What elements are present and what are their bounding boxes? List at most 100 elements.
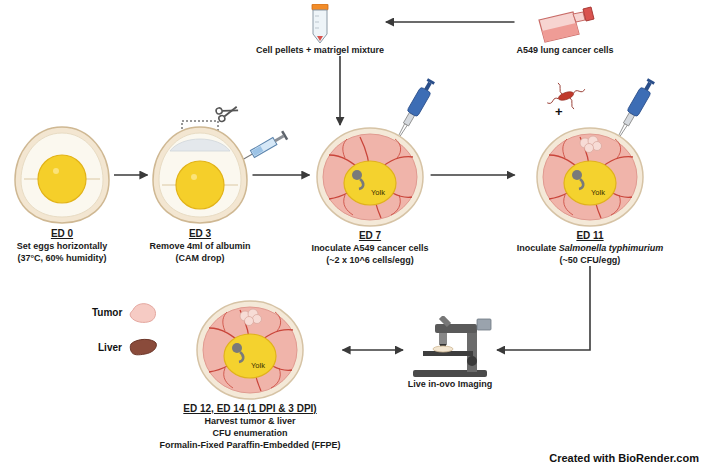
organ-label: Liver — [98, 342, 122, 353]
day-label: ED 12, ED 14 (1 DPI & 3 DPI) — [183, 403, 316, 414]
tube-stage: Cell pellets + matrigel mixture — [254, 4, 386, 56]
microscope-stage: Live in-ovo Imaging — [403, 316, 497, 390]
organ-label: Tumor — [92, 307, 122, 318]
egg-stage-drawing — [535, 125, 645, 227]
art-path — [395, 139, 401, 158]
art-ellipse — [537, 128, 643, 226]
yolk-label: Yolk — [591, 188, 605, 197]
art-path — [21, 133, 103, 217]
egg-stage-art — [150, 125, 250, 225]
art-path — [275, 312, 281, 331]
day-label: ED 3 — [189, 228, 211, 239]
flow-arrow — [431, 174, 515, 176]
egg-stage-drawing — [150, 125, 250, 225]
egg-stage-drawing — [12, 125, 112, 225]
egg-stage-art: Yolk — [535, 125, 645, 227]
stage-heading: ED 7 — [311, 229, 428, 242]
stage-caption: Harvest tumor & liver — [159, 415, 340, 427]
yolk-label: Yolk — [371, 188, 385, 197]
art-line — [315, 16, 319, 17]
art-path — [615, 139, 621, 158]
step-text: (~2 x 10^6 cells/egg) — [326, 255, 414, 265]
stage-heading: ED 3 — [149, 227, 250, 240]
art-rect — [407, 87, 431, 117]
art-line — [441, 317, 449, 325]
art-path — [313, 10, 327, 43]
art-rect — [435, 324, 477, 333]
art-ellipse — [317, 128, 423, 226]
stage-caption: Set eggs horizontally — [12, 240, 112, 252]
art-line — [24, 178, 38, 180]
art-rect — [439, 333, 447, 345]
flask-stage-drawing — [535, 4, 595, 44]
art-ellipse — [344, 161, 396, 205]
day-label: ED 11 — [576, 230, 603, 241]
flow-arrow — [339, 56, 341, 125]
stage-caption: Cell pellets + matrigel mixture — [256, 44, 384, 56]
art-path — [343, 139, 347, 158]
day-label: ED 7 — [359, 230, 381, 241]
art-ellipse — [564, 161, 616, 205]
egg-stage-art: Yolk — [315, 125, 425, 227]
stage-caption: InoculateSalmonella typhimurium — [517, 242, 664, 254]
stage-caption: Live in-ovo Imaging — [405, 378, 495, 390]
step-text: Cell pellets + matrigel mixture — [256, 45, 384, 55]
art-rect — [477, 319, 491, 330]
art-line — [224, 184, 238, 186]
art-path — [170, 139, 230, 151]
art-circle — [215, 107, 223, 115]
art-g — [240, 130, 289, 164]
art-path — [130, 339, 156, 354]
art-path — [542, 23, 579, 42]
art-path — [563, 139, 567, 158]
art-path — [539, 12, 579, 42]
art-line — [162, 184, 176, 186]
egg-stage: YolkED 7Inoculate A549 cancer cells(~2 x… — [309, 125, 430, 266]
art-rect — [312, 4, 328, 10]
stage-caption: CFU enumeration — [159, 427, 340, 439]
art-rect — [427, 78, 435, 85]
plus-sign: + — [555, 104, 563, 119]
step-text: Inoculate — [517, 243, 557, 253]
art-circle — [585, 144, 594, 153]
art-line — [222, 106, 238, 116]
art-ellipse — [543, 134, 637, 220]
step-text: Formalin-Fixed Paraffin-Embedded (FFPE) — [159, 440, 340, 450]
art-path — [557, 83, 563, 95]
step-text: Harvest tumor & liver — [204, 416, 295, 426]
art-path — [159, 133, 241, 217]
art-line — [315, 22, 319, 23]
flow-arrow — [497, 266, 590, 350]
step-text: Live in-ovo Imaging — [408, 379, 493, 389]
art-ellipse — [433, 346, 453, 352]
stage-heading: ED 12, ED 14 (1 DPI & 3 DPI) — [159, 402, 340, 415]
art-g — [215, 102, 240, 122]
stage-heading: ED 0 — [12, 227, 112, 240]
microscope-stage-art — [405, 316, 495, 378]
step-text: Salmonella typhimurium — [559, 243, 664, 253]
step-text: CFU enumeration — [212, 428, 287, 438]
step-text: Remove 4ml of albumin — [149, 241, 250, 251]
flow-arrow — [386, 21, 515, 23]
egg-stage-art — [12, 125, 112, 225]
art-circle — [593, 142, 602, 151]
art-circle — [252, 315, 261, 324]
day-label: ED 0 — [51, 228, 73, 239]
art-ellipse — [323, 134, 417, 220]
flow-arrow — [253, 174, 310, 176]
stage-caption: Formalin-Fixed Paraffin-Embedded (FFPE) — [159, 439, 340, 451]
step-text: (~50 CFU/egg) — [560, 255, 621, 265]
art-circle — [191, 174, 197, 180]
egg-stage: Yolk ED 12, ED 14 (1 DPI & 3 DPI) Harvest … — [157, 298, 342, 451]
tube-stage-art — [308, 4, 332, 44]
art-path — [573, 88, 585, 95]
art-rect — [274, 135, 284, 143]
art-path — [317, 36, 323, 41]
step-text: Set eggs horizontally — [17, 241, 108, 251]
art-circle — [176, 161, 224, 209]
egg-stage-art: Yolk — [195, 298, 305, 400]
art-path — [153, 127, 247, 223]
art-rect — [281, 130, 288, 140]
art-rect — [250, 138, 277, 158]
yolk-label: Yolk — [251, 361, 265, 370]
